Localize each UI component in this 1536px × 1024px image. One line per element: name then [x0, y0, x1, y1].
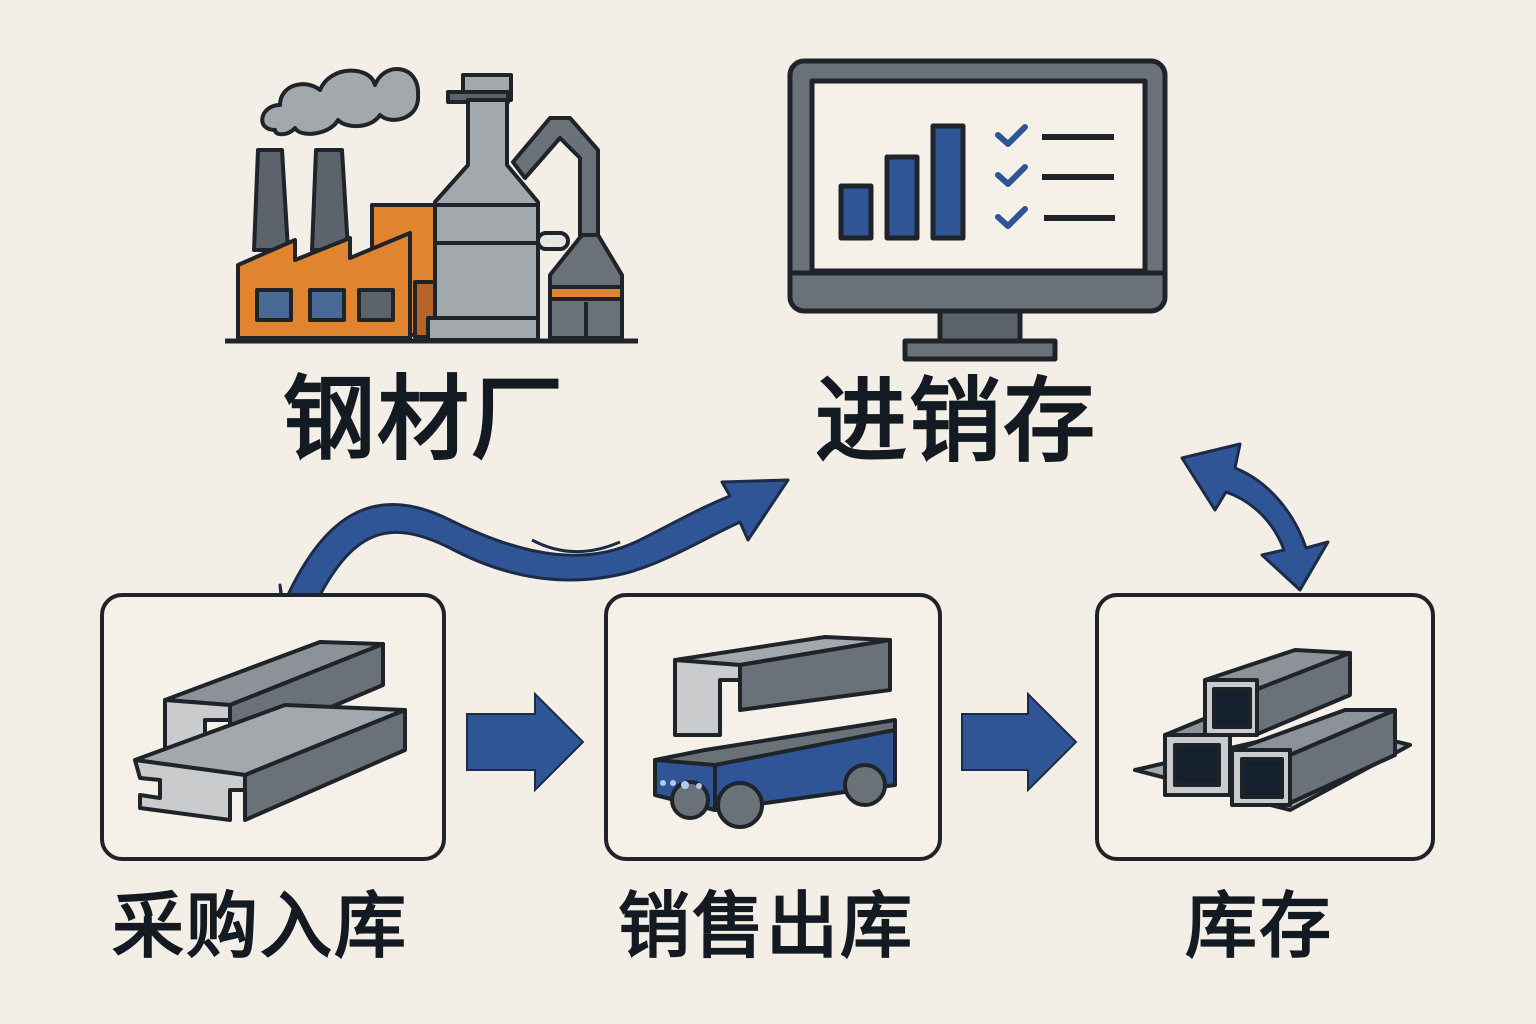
stacked-steel-tubes-icon [1133, 648, 1412, 812]
delivery-truck-steel-icon [653, 635, 897, 829]
erp-system-label: 进销存 [815, 368, 1098, 475]
double-arrow-curved-left [278, 478, 790, 652]
chart-bar [838, 183, 874, 241]
factory-icon [225, 67, 638, 344]
chart-bar [884, 154, 920, 241]
chart-bar [930, 123, 966, 241]
monitor-dashboard-icon [787, 58, 1168, 362]
arrow-right-icon [961, 691, 1078, 793]
step-label-sales-outbound: 销售出库 [618, 884, 915, 968]
step-label-inventory: 库存 [1185, 884, 1334, 968]
check-icon [995, 124, 1028, 147]
double-arrow-curved-right [1180, 442, 1330, 592]
check-icon [995, 206, 1028, 229]
arrow-right-icon [466, 691, 585, 793]
steel-i-beam-icon [133, 640, 407, 822]
step-label-purchase-inbound: 采购入库 [112, 884, 409, 968]
check-icon [995, 164, 1028, 187]
steel-mill-label: 钢材厂 [283, 366, 566, 473]
